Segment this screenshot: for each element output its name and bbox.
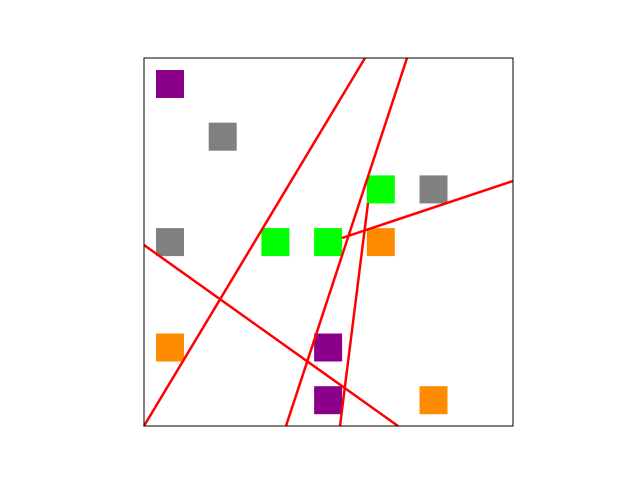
tile-purple-3[interactable] bbox=[314, 386, 343, 415]
tile-orange-3[interactable] bbox=[419, 386, 448, 415]
tile-orange-1[interactable] bbox=[366, 228, 395, 257]
tile-orange-2[interactable] bbox=[156, 333, 184, 362]
tiles-layer bbox=[156, 70, 448, 415]
tile-gray-1[interactable] bbox=[208, 122, 237, 151]
tile-gray-2[interactable] bbox=[419, 175, 448, 204]
red-line-steep-center bbox=[284, 57, 409, 427]
red-line-right-ray bbox=[341, 179, 514, 240]
board-border bbox=[143, 57, 514, 427]
tile-green-2[interactable] bbox=[261, 228, 290, 257]
tile-purple-1[interactable] bbox=[156, 70, 184, 98]
red-line-diagonal-left bbox=[142, 57, 367, 427]
red-line-descending bbox=[143, 243, 399, 428]
tile-gray-3[interactable] bbox=[156, 228, 184, 257]
tile-green-3[interactable] bbox=[314, 228, 343, 257]
tile-purple-2[interactable] bbox=[314, 333, 343, 362]
tile-green-1[interactable] bbox=[366, 175, 395, 204]
lines-layer bbox=[142, 57, 514, 428]
